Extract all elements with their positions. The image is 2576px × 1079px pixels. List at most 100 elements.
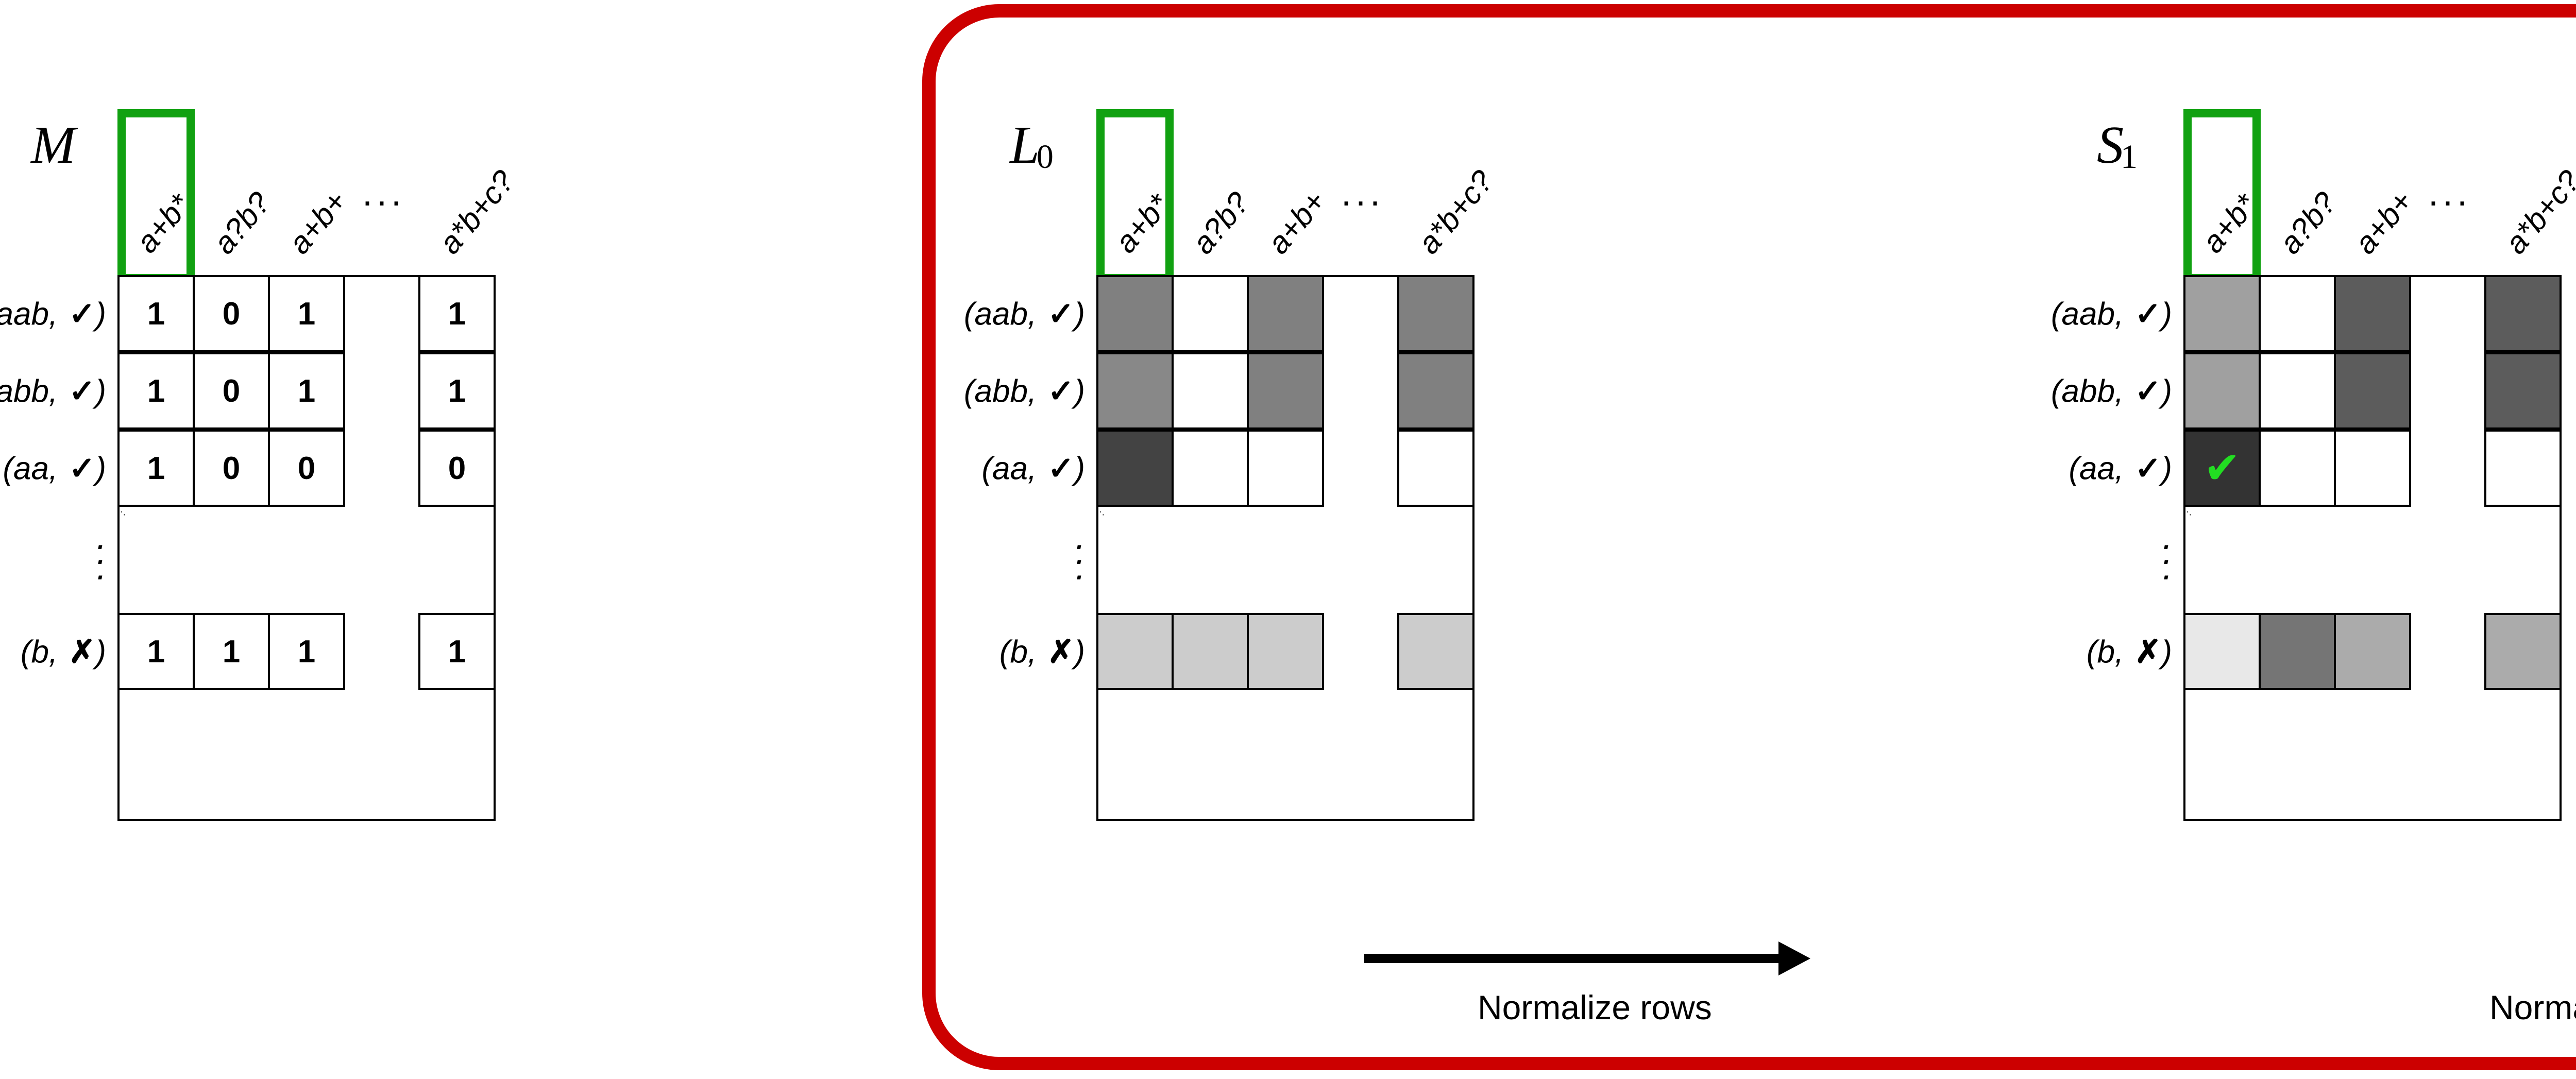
matrix-l0-grid: (aab, ✓)(abb, ✓)(aa, ✓)···⋱(b, ✗) — [964, 275, 1475, 821]
matrix-cell[interactable] — [1247, 352, 1324, 430]
column-header-label: a?b? — [1185, 185, 1257, 261]
row-label: (b, ✗) — [2086, 634, 2172, 670]
column-header-a-star-b-plus-c-q[interactable]: a*b+c? — [420, 108, 521, 275]
column-header-label: ... — [362, 173, 406, 214]
column-header-a-q-b-q[interactable]: a?b? — [195, 108, 277, 275]
column-header-label: a+b+ — [281, 184, 354, 261]
matrix-cell[interactable] — [2183, 275, 2261, 352]
matrix-s1-column-headers: a+b* a?b? a+b+ ... a*b+c? — [2183, 108, 2576, 282]
matrix-cell[interactable]: ✔ — [2183, 430, 2261, 507]
matrix-cell[interactable] — [2334, 613, 2411, 690]
normalize-rows-caption: Normalize rows — [1478, 988, 1712, 1026]
matrix-cell[interactable]: 0 — [418, 430, 496, 507]
matrix-cell[interactable] — [1096, 613, 1174, 690]
matrix-cell[interactable]: 1 — [117, 613, 195, 690]
column-header-label: a+b* — [2195, 187, 2263, 260]
row-label: (aa, ✓) — [3, 451, 106, 487]
column-header-ellipsis: ... — [345, 108, 422, 275]
matrix-cell[interactable] — [1172, 430, 1249, 507]
column-header-a-q-b-q[interactable]: a?b? — [2261, 108, 2343, 275]
matrix-cell[interactable]: 0 — [193, 275, 270, 352]
column-header-a-star-b-plus-c-q[interactable]: a*b+c? — [2486, 108, 2576, 275]
table-row: (aa, ✓)✔ — [2069, 430, 2562, 507]
matrix-cell[interactable]: 1 — [268, 352, 345, 430]
matrix-cell[interactable] — [2484, 275, 2562, 352]
column-header-label: a?b? — [2272, 185, 2344, 261]
matrix-l0-name: L — [1010, 115, 1040, 175]
column-header-a-plus-b-plus[interactable]: a+b+ — [270, 108, 353, 275]
matrix-s1-grid: (aab, ✓)(abb, ✓)(aa, ✓)✔···⋱(b, ✗) — [2051, 275, 2562, 821]
matrix-cell[interactable]: 1 — [193, 613, 270, 690]
arrow-head-right-icon — [1778, 941, 1810, 975]
matrix-cell[interactable] — [2484, 352, 2562, 430]
row-label: (aab, ✓) — [2050, 296, 2172, 332]
column-header-a-plus-b-star[interactable]: a+b* — [1096, 109, 1176, 282]
matrix-cell[interactable] — [1397, 275, 1475, 352]
matrix-l0-label: L0 — [1010, 118, 1054, 174]
matrix-cell[interactable] — [1096, 430, 1174, 507]
matrix-cell[interactable] — [1247, 430, 1324, 507]
matrix-cell[interactable] — [1397, 430, 1475, 507]
green-check-icon: ✔ — [2203, 442, 2241, 494]
column-header-label: a+b+ — [2347, 184, 2420, 261]
matrix-cell[interactable]: 0 — [193, 352, 270, 430]
row-label: (aab, ✓) — [0, 296, 106, 332]
matrix-cell[interactable]: 1 — [268, 275, 345, 352]
table-row: (b, ✗) — [999, 613, 1475, 690]
matrix-cell[interactable] — [2484, 430, 2562, 507]
row-label: (b, ✗) — [20, 634, 106, 670]
matrix-cell[interactable]: 1 — [418, 613, 496, 690]
matrix-cell[interactable] — [2484, 613, 2562, 690]
matrix-cell[interactable] — [1096, 352, 1174, 430]
matrix-cell[interactable] — [1397, 613, 1475, 690]
matrix-s1-subscript: 1 — [2121, 138, 2138, 176]
column-header-a-plus-b-star[interactable]: a+b* — [117, 109, 197, 282]
matrix-s1-label: S1 — [2097, 118, 2138, 174]
row-label: (b, ✗) — [999, 634, 1085, 670]
table-row: ···⋱ — [94, 507, 126, 613]
matrix-cell[interactable] — [2259, 275, 2336, 352]
matrix-cell[interactable] — [1247, 275, 1324, 352]
column-header-a-plus-b-plus[interactable]: a+b+ — [1249, 108, 1332, 275]
column-header-label: a?b? — [206, 185, 278, 261]
column-header-a-star-b-plus-c-q[interactable]: a*b+c? — [1399, 108, 1500, 275]
matrix-cell[interactable] — [1247, 613, 1324, 690]
row-label-ellipsis: ··· — [1073, 524, 1085, 595]
matrix-cell[interactable] — [2259, 613, 2336, 690]
matrix-cell[interactable]: 1 — [117, 352, 195, 430]
matrix-cell[interactable]: 1 — [117, 275, 195, 352]
matrix-l0-column-headers: a+b* a?b? a+b+ ... a*b+c? — [1096, 108, 1518, 282]
matrix-cell[interactable]: 0 — [268, 430, 345, 507]
table-row: ···⋱ — [1073, 507, 1105, 613]
matrix-cell[interactable]: 1 — [117, 430, 195, 507]
column-header-label: a+b* — [129, 187, 197, 260]
matrix-cell[interactable] — [2334, 275, 2411, 352]
matrix-l0-subscript: 0 — [1036, 138, 1054, 176]
matrix-cell[interactable] — [1172, 613, 1249, 690]
table-row: (abb, ✓) — [2051, 352, 2562, 430]
matrix-cell[interactable] — [2259, 352, 2336, 430]
column-header-a-plus-b-star[interactable]: a+b* — [2183, 109, 2263, 282]
matrix-cell[interactable] — [1096, 275, 1174, 352]
matrix-cell[interactable] — [1397, 352, 1475, 430]
table-row: (aa, ✓) — [981, 430, 1475, 507]
matrix-cell[interactable] — [2334, 430, 2411, 507]
matrix-cell[interactable] — [2334, 352, 2411, 430]
matrix-cell[interactable] — [2259, 430, 2336, 507]
matrix-cell[interactable]: 1 — [268, 613, 345, 690]
matrix-cell[interactable]: 1 — [418, 275, 496, 352]
matrix-cell[interactable]: 1 — [418, 352, 496, 430]
matrix-cell[interactable] — [1172, 352, 1249, 430]
matrix-s1-name: S — [2097, 115, 2124, 175]
column-header-label: ... — [1341, 173, 1385, 214]
matrix-cell[interactable]: 0 — [193, 430, 270, 507]
column-header-a-plus-b-plus[interactable]: a+b+ — [2336, 108, 2419, 275]
matrix-cell[interactable] — [2183, 352, 2261, 430]
matrix-cell[interactable] — [1172, 275, 1249, 352]
matrix-m-label: M — [31, 115, 76, 175]
column-header-label: a*b+c? — [432, 163, 521, 261]
matrix-m-name: M — [31, 115, 76, 175]
matrix-cell[interactable] — [2183, 613, 2261, 690]
column-header-a-q-b-q[interactable]: a?b? — [1174, 108, 1256, 275]
